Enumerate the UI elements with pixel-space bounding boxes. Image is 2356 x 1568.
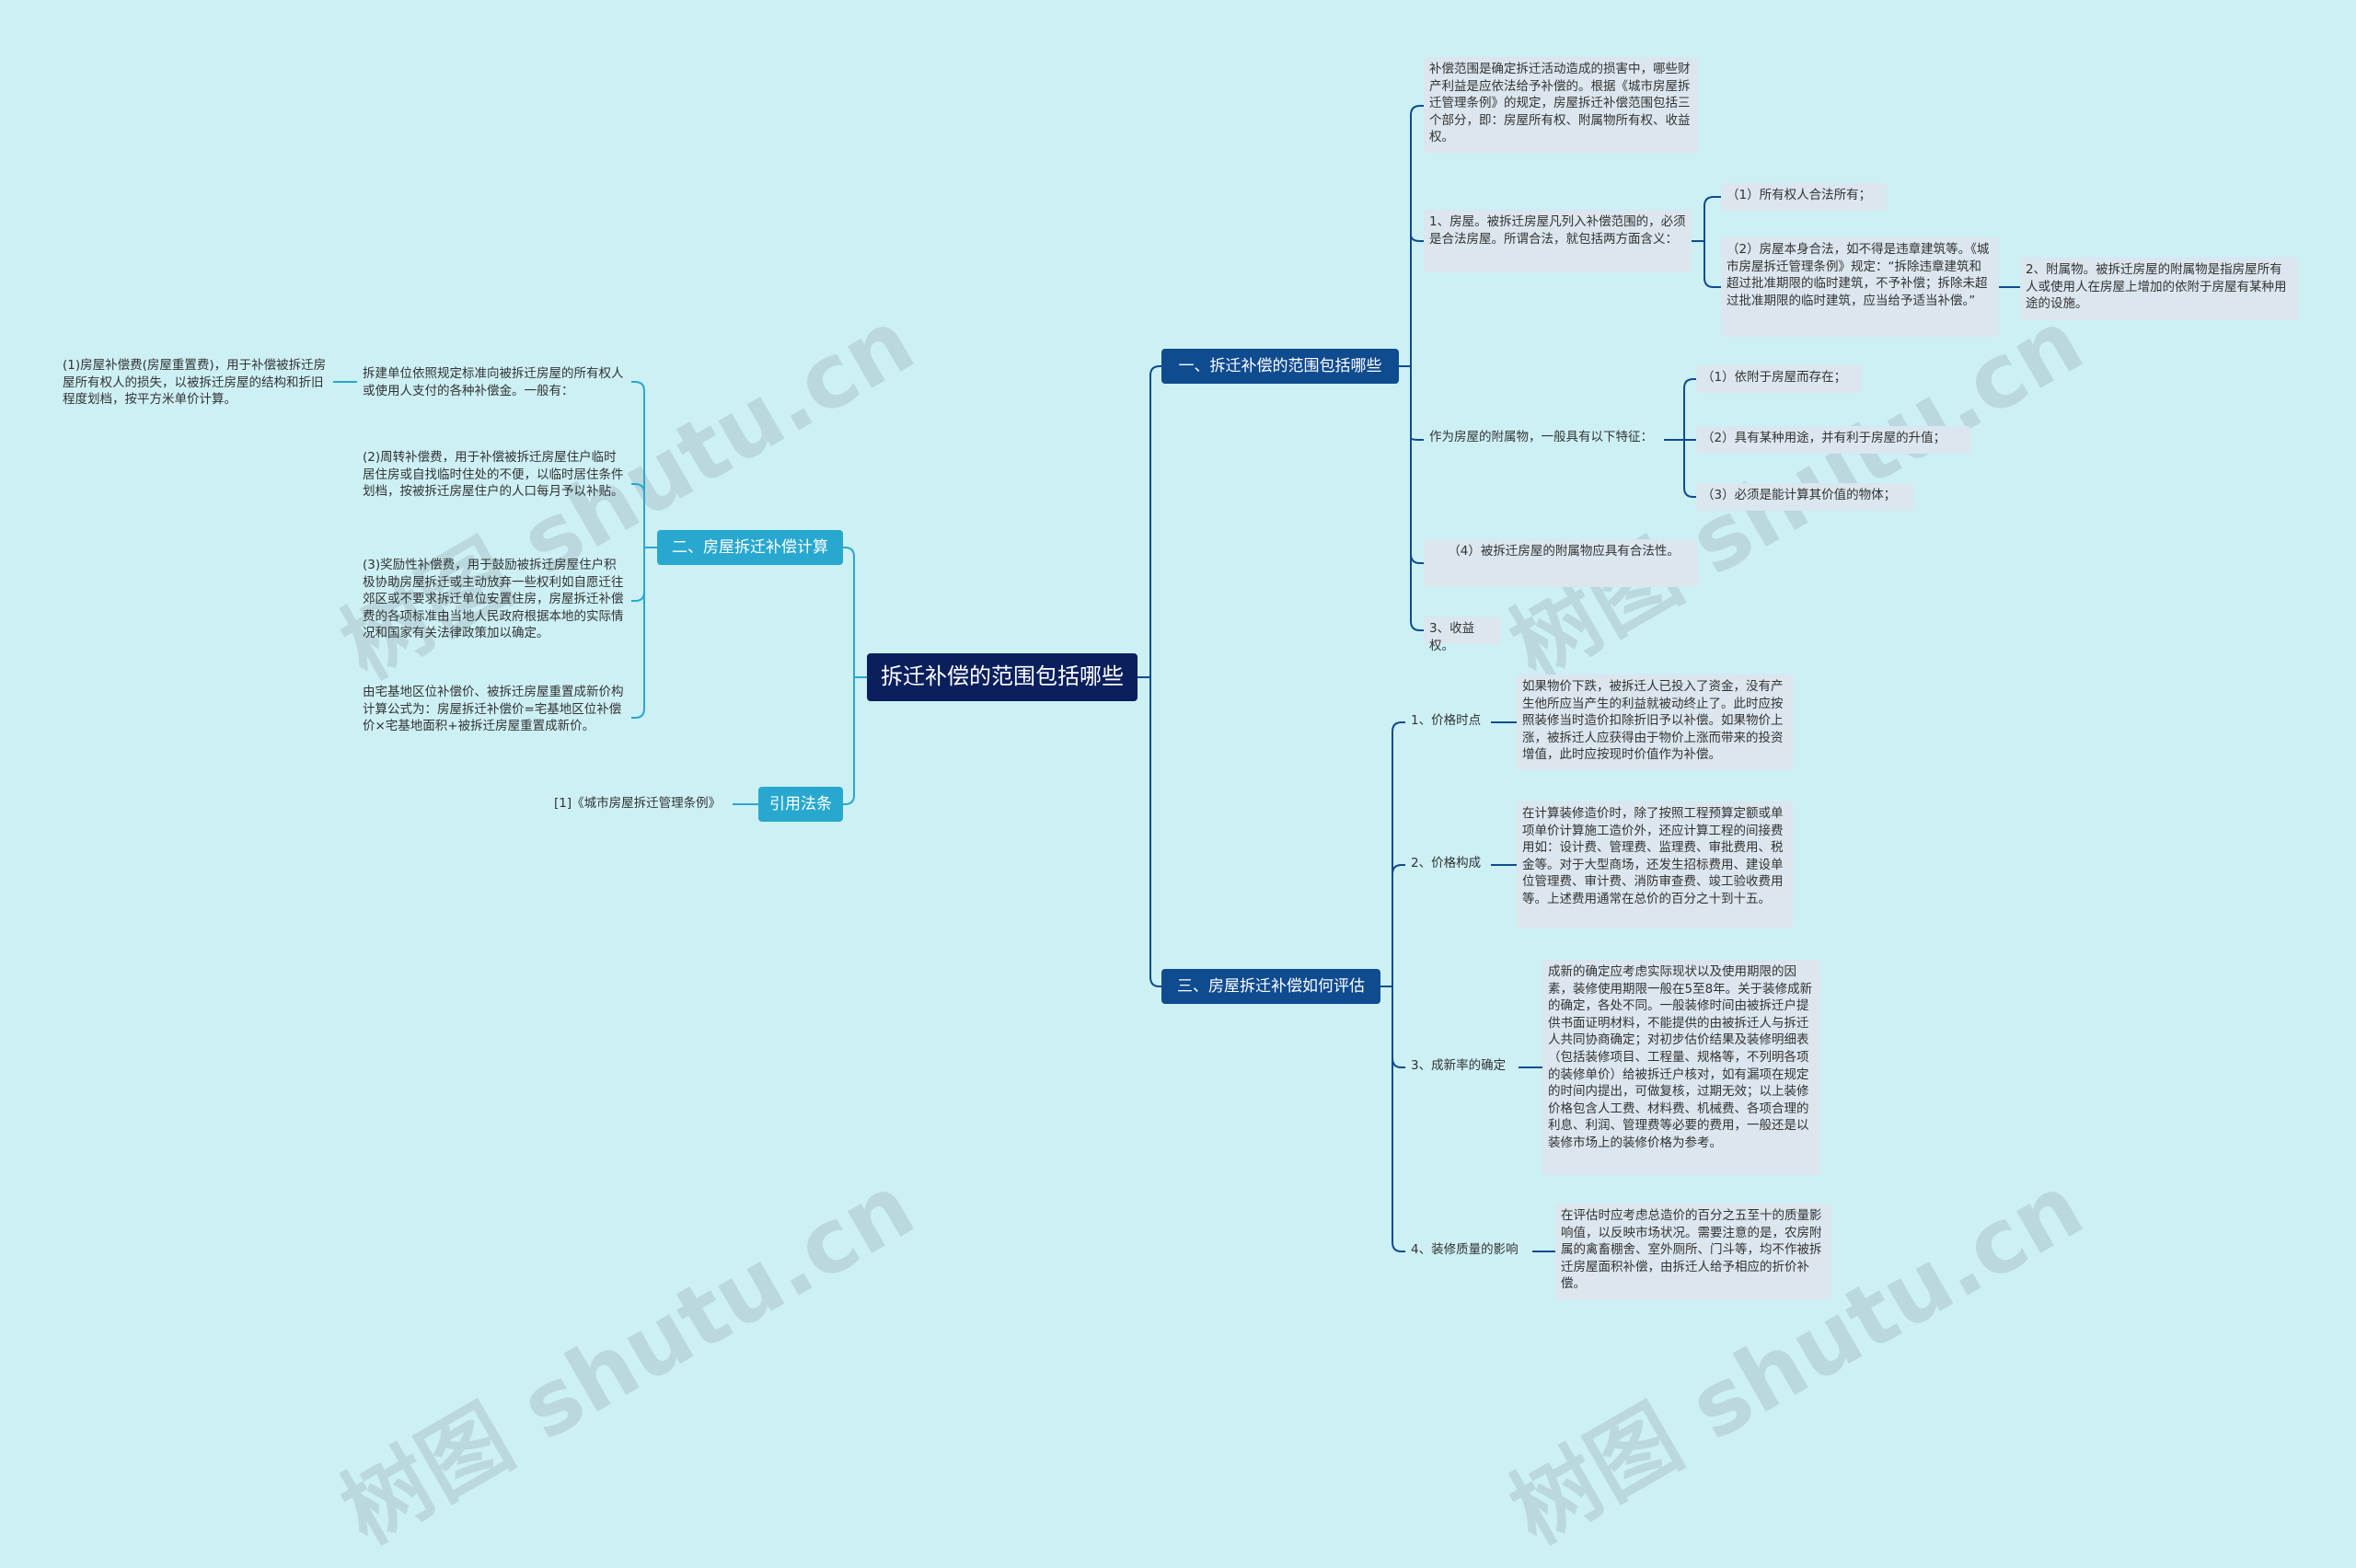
scope-intro[interactable]: 补偿范围是确定拆迁活动造成的损害中，哪些财产利益是应依法给予补偿的。根据《城市房… bbox=[1424, 57, 1698, 153]
calc-incentive-compensation[interactable]: (3)奖励性补偿费，用于鼓励被拆迁房屋住户积极协助房屋拆迁或主动放弃一些权利如自… bbox=[363, 558, 624, 641]
scope-house[interactable]: 1、房屋。被拆迁房屋凡列入补偿范围的，必须是合法房屋。所谓合法，就包括两方面含义… bbox=[1424, 210, 1692, 272]
eval-quality-label[interactable]: 4、装修质量的影响 bbox=[1411, 1242, 1519, 1257]
attachment-feature-2[interactable]: （2）具有某种用途，并有利于房屋的升值； bbox=[1696, 426, 1970, 454]
branch-compensation-scope[interactable]: 一、拆迁补偿的范围包括哪些 bbox=[1161, 349, 1399, 384]
root-topic[interactable]: 拆迁补偿的范围包括哪些 bbox=[867, 653, 1138, 701]
calc-formula[interactable]: 由宅基地区位补偿价、被拆迁房屋重置成新价构计算公式为：房屋拆迁补偿价=宅基地区位… bbox=[363, 685, 624, 734]
calc-payment-intro[interactable]: 拆建单位依照规定标准向被拆迁房屋的所有权人或使用人支付的各种补偿金。一般有： bbox=[363, 366, 624, 398]
house-criterion-legal[interactable]: （2）房屋本身合法，如不得是违章建筑等。《城市房屋拆迁管理条例》规定：“拆除违章… bbox=[1721, 237, 1999, 337]
eval-depreciation-text[interactable]: 成新的确定应考虑实际现状以及使用期限的因素，装修使用期限一般在5至8年。关于装修… bbox=[1542, 960, 1820, 1175]
house-criterion-ownership[interactable]: （1）所有权人合法所有； bbox=[1721, 183, 1887, 211]
calc-turnover-compensation[interactable]: (2)周转补偿费，用于补偿被拆迁房屋住户临时居住房或自找临时住处的不便，以临时居… bbox=[363, 450, 624, 500]
scope-income[interactable]: 3、收益权。 bbox=[1424, 617, 1501, 653]
eval-quality-text[interactable]: 在评估时应考虑总造价的百分之五至十的质量影响值，以反映市场状况。需要注意的是，农… bbox=[1555, 1204, 1831, 1299]
cited-law-regulation[interactable]: [1]《城市房屋拆迁管理条例》 bbox=[554, 796, 722, 811]
eval-price-time-text[interactable]: 如果物价下跌，被拆迁人已投入了资金，没有产生他所应当产生的利益就被动终止了。此时… bbox=[1517, 674, 1793, 770]
calc-house-compensation[interactable]: (1)房屋补偿费(房屋重置费)，用于补偿被拆迁房屋所有权人的损失，以被拆迁房屋的… bbox=[63, 358, 327, 408]
branch-compensation-evaluation[interactable]: 三、房屋拆迁补偿如何评估 bbox=[1161, 969, 1380, 1004]
eval-price-structure-text[interactable]: 在计算装修造价时，除了按照工程预算定额或单项单价计算施工造价外，还应计算工程的间… bbox=[1517, 801, 1793, 928]
attachment-feature-4[interactable]: （4）被拆迁房屋的附属物应具有合法性。 bbox=[1424, 539, 1698, 587]
attachment-feature-3[interactable]: （3）必须是能计算其价值的物体； bbox=[1696, 483, 1913, 511]
branch-compensation-calc[interactable]: 二、房屋拆迁补偿计算 bbox=[657, 530, 843, 565]
eval-price-time-label[interactable]: 1、价格时点 bbox=[1411, 713, 1482, 728]
attachment-features[interactable]: 作为房屋的附属物，一般具有以下特征： bbox=[1429, 430, 1653, 444]
connector-lines bbox=[333, 105, 2020, 1252]
eval-price-structure-label[interactable]: 2、价格构成 bbox=[1411, 856, 1482, 870]
branch-cited-laws[interactable]: 引用法条 bbox=[758, 787, 843, 822]
attachment-definition[interactable]: 2、附属物。被拆迁房屋的附属物是指房屋所有人或使用人在房屋上增加的依附于房屋有某… bbox=[2020, 258, 2298, 320]
eval-depreciation-label[interactable]: 3、成新率的确定 bbox=[1411, 1058, 1507, 1073]
attachment-feature-1[interactable]: （1）依附于房屋而存在； bbox=[1696, 365, 1862, 393]
